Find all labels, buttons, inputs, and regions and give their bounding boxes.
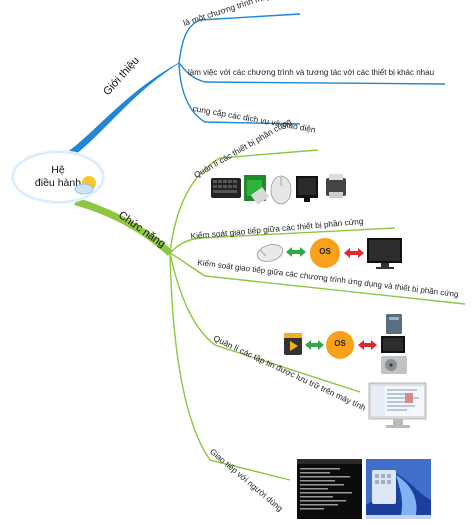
monitor-icon [381, 336, 405, 353]
gioi-thieu-item-2: làm việc với các chương trình và tương t… [188, 68, 435, 77]
os-circle-icon [326, 331, 354, 359]
red-double-arrow-icon [358, 340, 377, 350]
chuc-nang-sub-branches [169, 149, 466, 481]
mouse-icon [270, 175, 292, 205]
branch-gioi-thieu-trunk [58, 62, 180, 162]
os-label-2: OS [334, 339, 346, 348]
hard-disk-icon [381, 356, 407, 374]
keyboard-icon [211, 178, 241, 198]
file-explorer-screen-icon [368, 382, 427, 428]
windows-desktop-screenshot-icon [366, 459, 431, 519]
printer-icon [326, 174, 346, 198]
green-chip-icon [244, 175, 270, 205]
movie-clapper-icon [284, 333, 302, 355]
root-title-line2: điều hành [34, 177, 82, 189]
root-title-line1: Hệ [51, 164, 65, 176]
green-double-arrow-icon [305, 340, 324, 350]
terminal-screenshot-icon [297, 459, 362, 519]
branch-chuc-nang-trunk [74, 198, 172, 256]
red-double-arrow-icon [344, 248, 364, 258]
os-circle-icon [310, 238, 340, 268]
sun-cloud-icon [74, 175, 98, 195]
os-label-1: OS [319, 247, 331, 256]
monitor-icon [367, 238, 402, 269]
mouse-icon [256, 244, 284, 262]
gioi-thieu-sub-branches [178, 13, 446, 125]
computer-case-icon [386, 314, 402, 334]
green-double-arrow-icon [286, 247, 306, 257]
monitor-icon [296, 176, 318, 202]
